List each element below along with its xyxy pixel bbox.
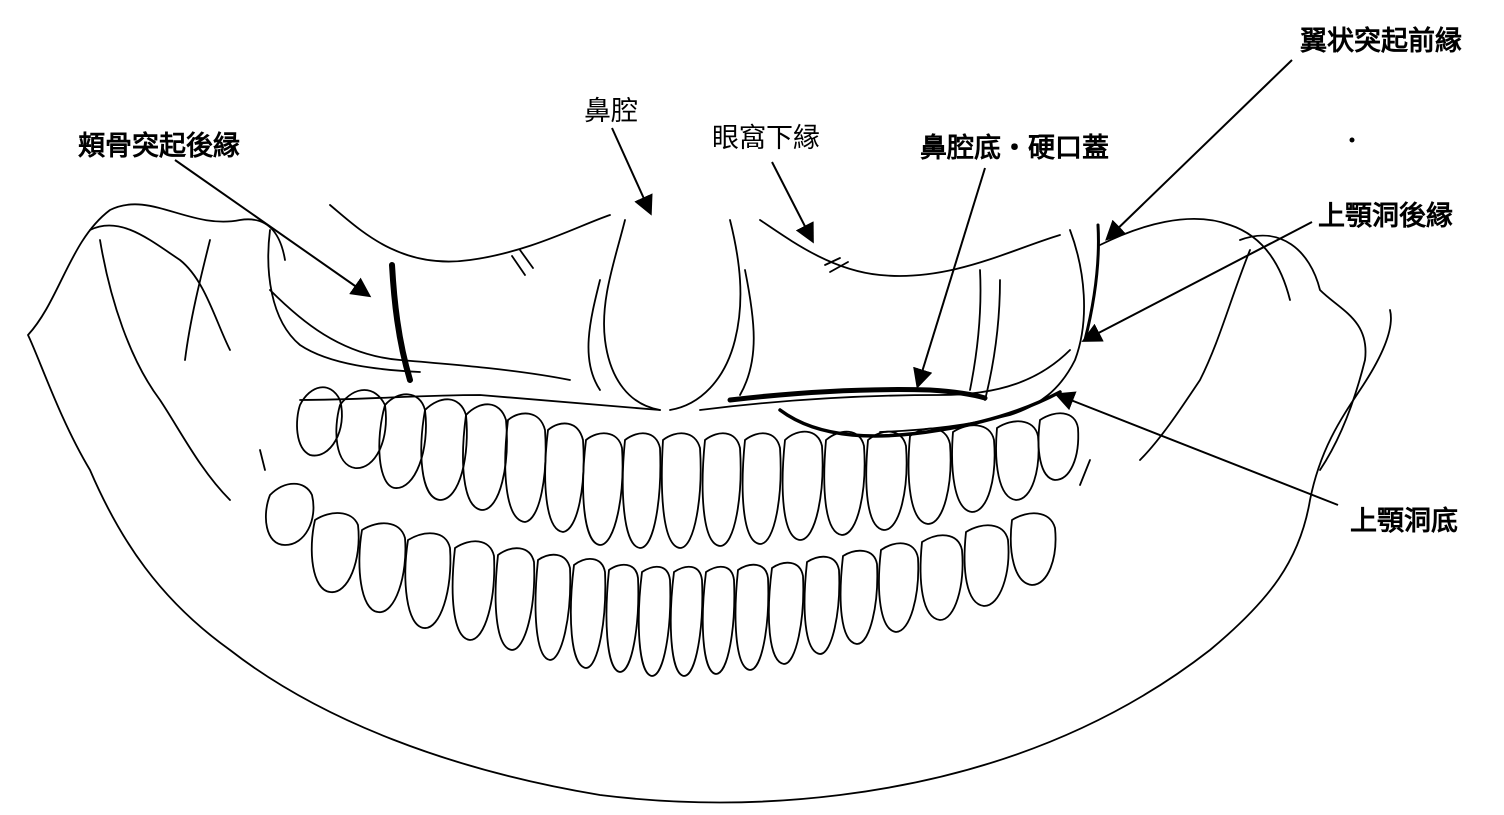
upper-teeth xyxy=(297,387,1078,548)
nasal-wall-left xyxy=(604,220,660,410)
left-vertical-1 xyxy=(185,240,210,360)
label-zygomatic: 頬骨突起後縁 xyxy=(78,133,240,160)
zygomatic-thick-line xyxy=(392,265,410,380)
right-vertical xyxy=(970,270,981,390)
label-sinus-floor: 上顎洞底 xyxy=(1350,508,1458,535)
arrow-nasal-cavity xyxy=(612,128,650,212)
label-nasal-floor: 鼻腔底・硬口蓋 xyxy=(920,135,1109,162)
nasal-turbinate-right xyxy=(740,270,754,395)
maxilla-right xyxy=(700,350,1070,410)
arrow-pterygoid xyxy=(1108,60,1292,238)
maxilla-left xyxy=(270,290,570,380)
mandible-outline xyxy=(28,204,1391,802)
label-pterygoid: 翼状突起前縁 xyxy=(1300,28,1462,55)
left-ramus xyxy=(90,225,230,500)
right-coronoid xyxy=(1100,219,1290,300)
nasal-wall-right xyxy=(670,220,740,410)
skull-upper xyxy=(330,205,610,262)
arrow-nasal-floor xyxy=(918,168,985,385)
label-orbit: 眼窩下縁 xyxy=(712,125,820,152)
arrow-sinus-posterior xyxy=(1085,222,1312,340)
pterygoid-thick-line xyxy=(1085,225,1098,340)
label-sinus-posterior: 上顎洞後縁 xyxy=(1318,203,1453,230)
arrow-zygomatic xyxy=(175,160,368,295)
stray-dot xyxy=(1350,138,1355,143)
maxilla-line-2 xyxy=(300,395,660,410)
label-nasal-cavity: 鼻腔 xyxy=(584,98,638,125)
sinus-wall-right xyxy=(880,230,1084,432)
arrow-sinus-floor xyxy=(1058,395,1338,505)
nasal-turbinate-left xyxy=(588,280,600,390)
arrow-orbit xyxy=(772,162,812,240)
lower-teeth xyxy=(266,484,1056,676)
right-vertical-2 xyxy=(985,280,1000,400)
